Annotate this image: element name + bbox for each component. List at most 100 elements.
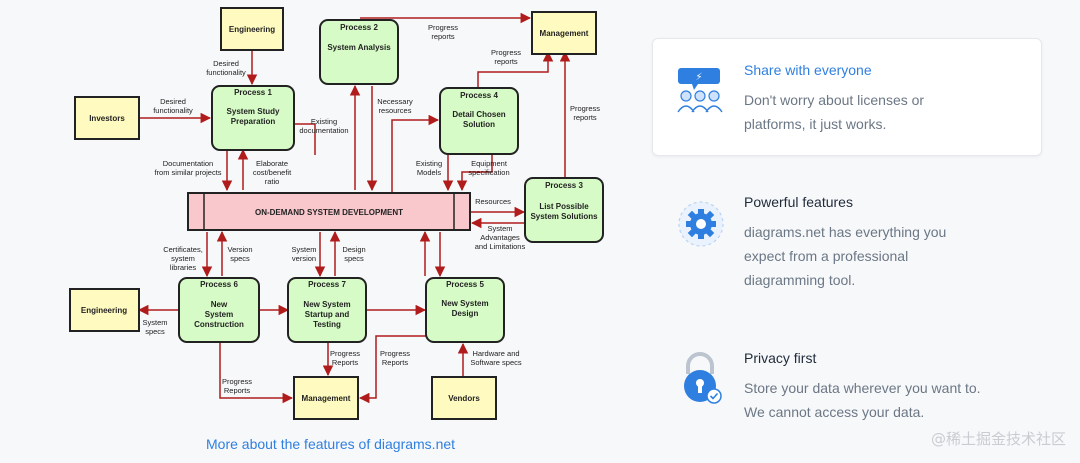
process-title: List Possible xyxy=(539,202,589,211)
edge-label-progress-reports-p5: Progress xyxy=(380,349,410,358)
entity-label: Vendors xyxy=(448,394,480,403)
feature-line: expect from a professional xyxy=(744,248,909,264)
edge-label-existing-documentation: documentation xyxy=(299,126,348,135)
edge-label-documentation-projects: Documentation xyxy=(163,159,213,168)
entity-management-top: Management xyxy=(531,11,597,55)
edge-label-existing-models: Existing xyxy=(416,159,442,168)
edge-label-progress-reports-p3: Progress xyxy=(570,104,600,113)
edge-label-system-advantages: and Limitations xyxy=(475,242,526,251)
process-title: New System xyxy=(441,299,488,308)
watermark: @稀土掘金技术社区 xyxy=(930,430,1066,448)
edge-label-resources: Resources xyxy=(475,197,511,206)
process-4: Process 4 Detail Chosen Solution xyxy=(439,87,519,155)
edge-label-progress-reports-p2: reports xyxy=(431,32,455,41)
lock-icon xyxy=(684,352,722,404)
process-title: New System xyxy=(303,300,350,309)
edge-label-necessary-resources: resources xyxy=(379,106,412,115)
center-bar-label: ON-DEMAND SYSTEM DEVELOPMENT xyxy=(255,208,403,217)
process-title: Design xyxy=(452,309,479,318)
feature-desc: diagrams.net has everything you expect f… xyxy=(744,220,1004,292)
feature-desc: Store your data wherever you want to. We… xyxy=(744,376,1004,424)
feature-privacy: Privacy first Store your data wherever y… xyxy=(674,350,1034,430)
entity-investors: Investors xyxy=(74,96,140,140)
edge-label-version-specs: Version xyxy=(227,245,252,254)
edge-label-progress-reports-p7: Reports xyxy=(332,358,359,367)
edge-label-equipment-specification: specification xyxy=(468,168,509,177)
edge-label-certificates: system xyxy=(171,254,195,263)
process-1: Process 1 System Study Preparation xyxy=(211,85,295,151)
edge-label-hardware-software: Hardware and xyxy=(472,349,519,358)
edge-label-system-advantages: System xyxy=(487,224,512,233)
process-3: Process 3 List Possible System Solutions xyxy=(524,177,604,243)
edge-label-design-specs: Design xyxy=(342,245,365,254)
edge-label-existing-documentation: Existing xyxy=(311,117,337,126)
feature-line: Don't worry about licenses or xyxy=(744,92,925,108)
feature-line: diagrams.net has everything you xyxy=(744,224,947,240)
entity-vendors: Vendors xyxy=(431,376,497,420)
edge-label-desired-functionality-left: Desired xyxy=(160,97,186,106)
entity-label: Engineering xyxy=(81,306,127,315)
edge-label-elaborate-ratio: cost/benefit xyxy=(253,168,292,177)
process-id: Process 2 xyxy=(340,23,378,32)
feature-title: Share with everyone xyxy=(744,62,872,78)
more-features-link[interactable]: More about the features of diagrams.net xyxy=(206,436,456,452)
edge-label-documentation-projects: from similar projects xyxy=(154,168,221,177)
edge-label-version-specs: specs xyxy=(230,254,250,263)
feature-line: Store your data wherever you want to. xyxy=(744,380,981,396)
edge-label-desired-functionality-top: functionality xyxy=(206,68,246,77)
process-id: Process 1 xyxy=(234,88,272,97)
share-people-icon: ⚡ xyxy=(677,68,723,113)
edge-label-desired-functionality-left: functionality xyxy=(153,106,193,115)
edge-label-progress-reports-p6: Progress xyxy=(222,377,252,386)
edge-label-system-specs: specs xyxy=(145,327,165,336)
edge-label-progress-reports-p2: Progress xyxy=(428,23,458,32)
feature-title: Powerful features xyxy=(744,194,853,210)
entity-management-bottom: Management xyxy=(293,376,359,420)
process-title: System Study xyxy=(227,107,280,116)
process-6: Process 6 New System Construction xyxy=(178,277,260,343)
entity-engineering-left: Engineering xyxy=(69,288,140,332)
entity-label: Engineering xyxy=(229,25,275,34)
edge-label-progress-reports-p3: reports xyxy=(573,113,597,122)
edge-label-progress-reports-p4: reports xyxy=(494,57,518,66)
entity-label: Management xyxy=(302,394,351,403)
process-title: Testing xyxy=(313,320,341,329)
gear-icon xyxy=(678,201,724,247)
edge-labels: DesiredfunctionalityDesiredfunctionality… xyxy=(142,23,600,395)
feature-line: platforms, it just works. xyxy=(744,116,887,132)
entity-label: Management xyxy=(540,29,589,38)
entity-label: Investors xyxy=(89,114,125,123)
feature-line: diagramming tool. xyxy=(744,272,856,288)
process-title: Startup and xyxy=(305,310,350,319)
edge-label-system-version: System xyxy=(291,245,316,254)
edge-label-existing-models: Models xyxy=(417,168,441,177)
process-title: Solution xyxy=(463,120,495,129)
feature-title: Privacy first xyxy=(744,350,817,366)
edge-label-hardware-software: Software specs xyxy=(470,358,522,367)
svg-text:⚡: ⚡ xyxy=(695,72,702,83)
process-title: New xyxy=(211,300,228,309)
feature-line: We cannot access your data. xyxy=(744,404,925,420)
edge-p6-to-management xyxy=(219,342,294,404)
edge-label-progress-reports-p5: Reports xyxy=(382,358,409,367)
edge-label-system-advantages: Advantages xyxy=(480,233,520,242)
edge-label-system-version: version xyxy=(292,254,316,263)
feature-share: ⚡ Share with everyone Don't worry about … xyxy=(674,62,1034,142)
process-2: Process 2 System Analysis xyxy=(319,19,399,85)
edge-label-progress-reports-p7: Progress xyxy=(330,349,360,358)
edge-label-certificates: libraries xyxy=(170,263,197,272)
process-title: System Solutions xyxy=(530,212,598,221)
edge-label-progress-reports-p6: Reports xyxy=(224,386,251,395)
feature-desc: Don't worry about licenses or platforms,… xyxy=(744,88,1004,136)
edge-label-elaborate-ratio: ratio xyxy=(265,177,280,186)
process-title: Detail Chosen xyxy=(452,110,505,119)
process-5: Process 5 New System Design xyxy=(425,277,505,343)
edge-label-desired-functionality-top: Desired xyxy=(213,59,239,68)
edge-label-equipment-specification: Equipment xyxy=(471,159,508,168)
edge-p4-to-management xyxy=(477,50,554,88)
process-title: Preparation xyxy=(231,117,276,126)
feature-powerful: Powerful features diagrams.net has every… xyxy=(674,194,1034,294)
edge-label-necessary-resources: Necessary xyxy=(377,97,413,106)
edge-label-elaborate-ratio: Elaborate xyxy=(256,159,288,168)
edge-bar-to-p4 xyxy=(391,114,440,200)
